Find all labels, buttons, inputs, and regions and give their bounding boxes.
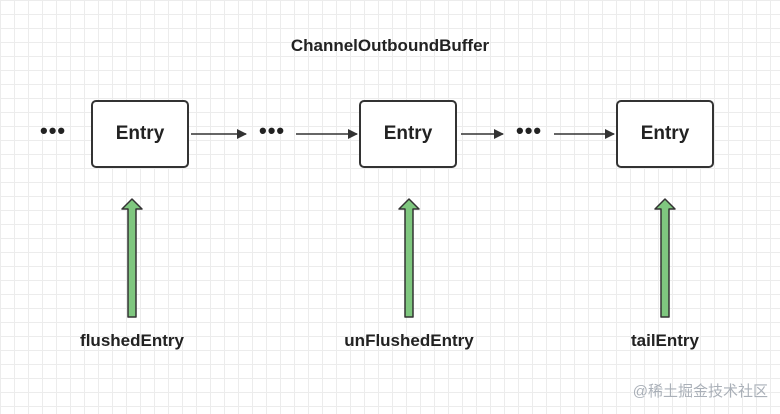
pointer-arrow-flushed bbox=[121, 198, 143, 318]
entry-node-2: Entry bbox=[359, 100, 457, 168]
ellipsis-left: ••• bbox=[40, 118, 67, 143]
pointer-arrow-tail bbox=[654, 198, 676, 318]
ellipsis-middle-right: ••• bbox=[516, 118, 543, 143]
pointer-label-unflushed: unFlushedEntry bbox=[344, 331, 474, 350]
pointer-label-tail: tailEntry bbox=[630, 331, 700, 350]
entry-node-1: Entry bbox=[91, 100, 189, 168]
pointer-label-flushed: flushedEntry bbox=[80, 331, 184, 350]
watermark: @稀土掘金技术社区 bbox=[632, 383, 768, 400]
entry-node-3: Entry bbox=[616, 100, 714, 168]
ellipsis-middle-left: ••• bbox=[259, 118, 286, 143]
pointer-arrow-unflushed bbox=[398, 198, 420, 318]
diagram-title: ChannelOutboundBuffer bbox=[290, 36, 490, 55]
